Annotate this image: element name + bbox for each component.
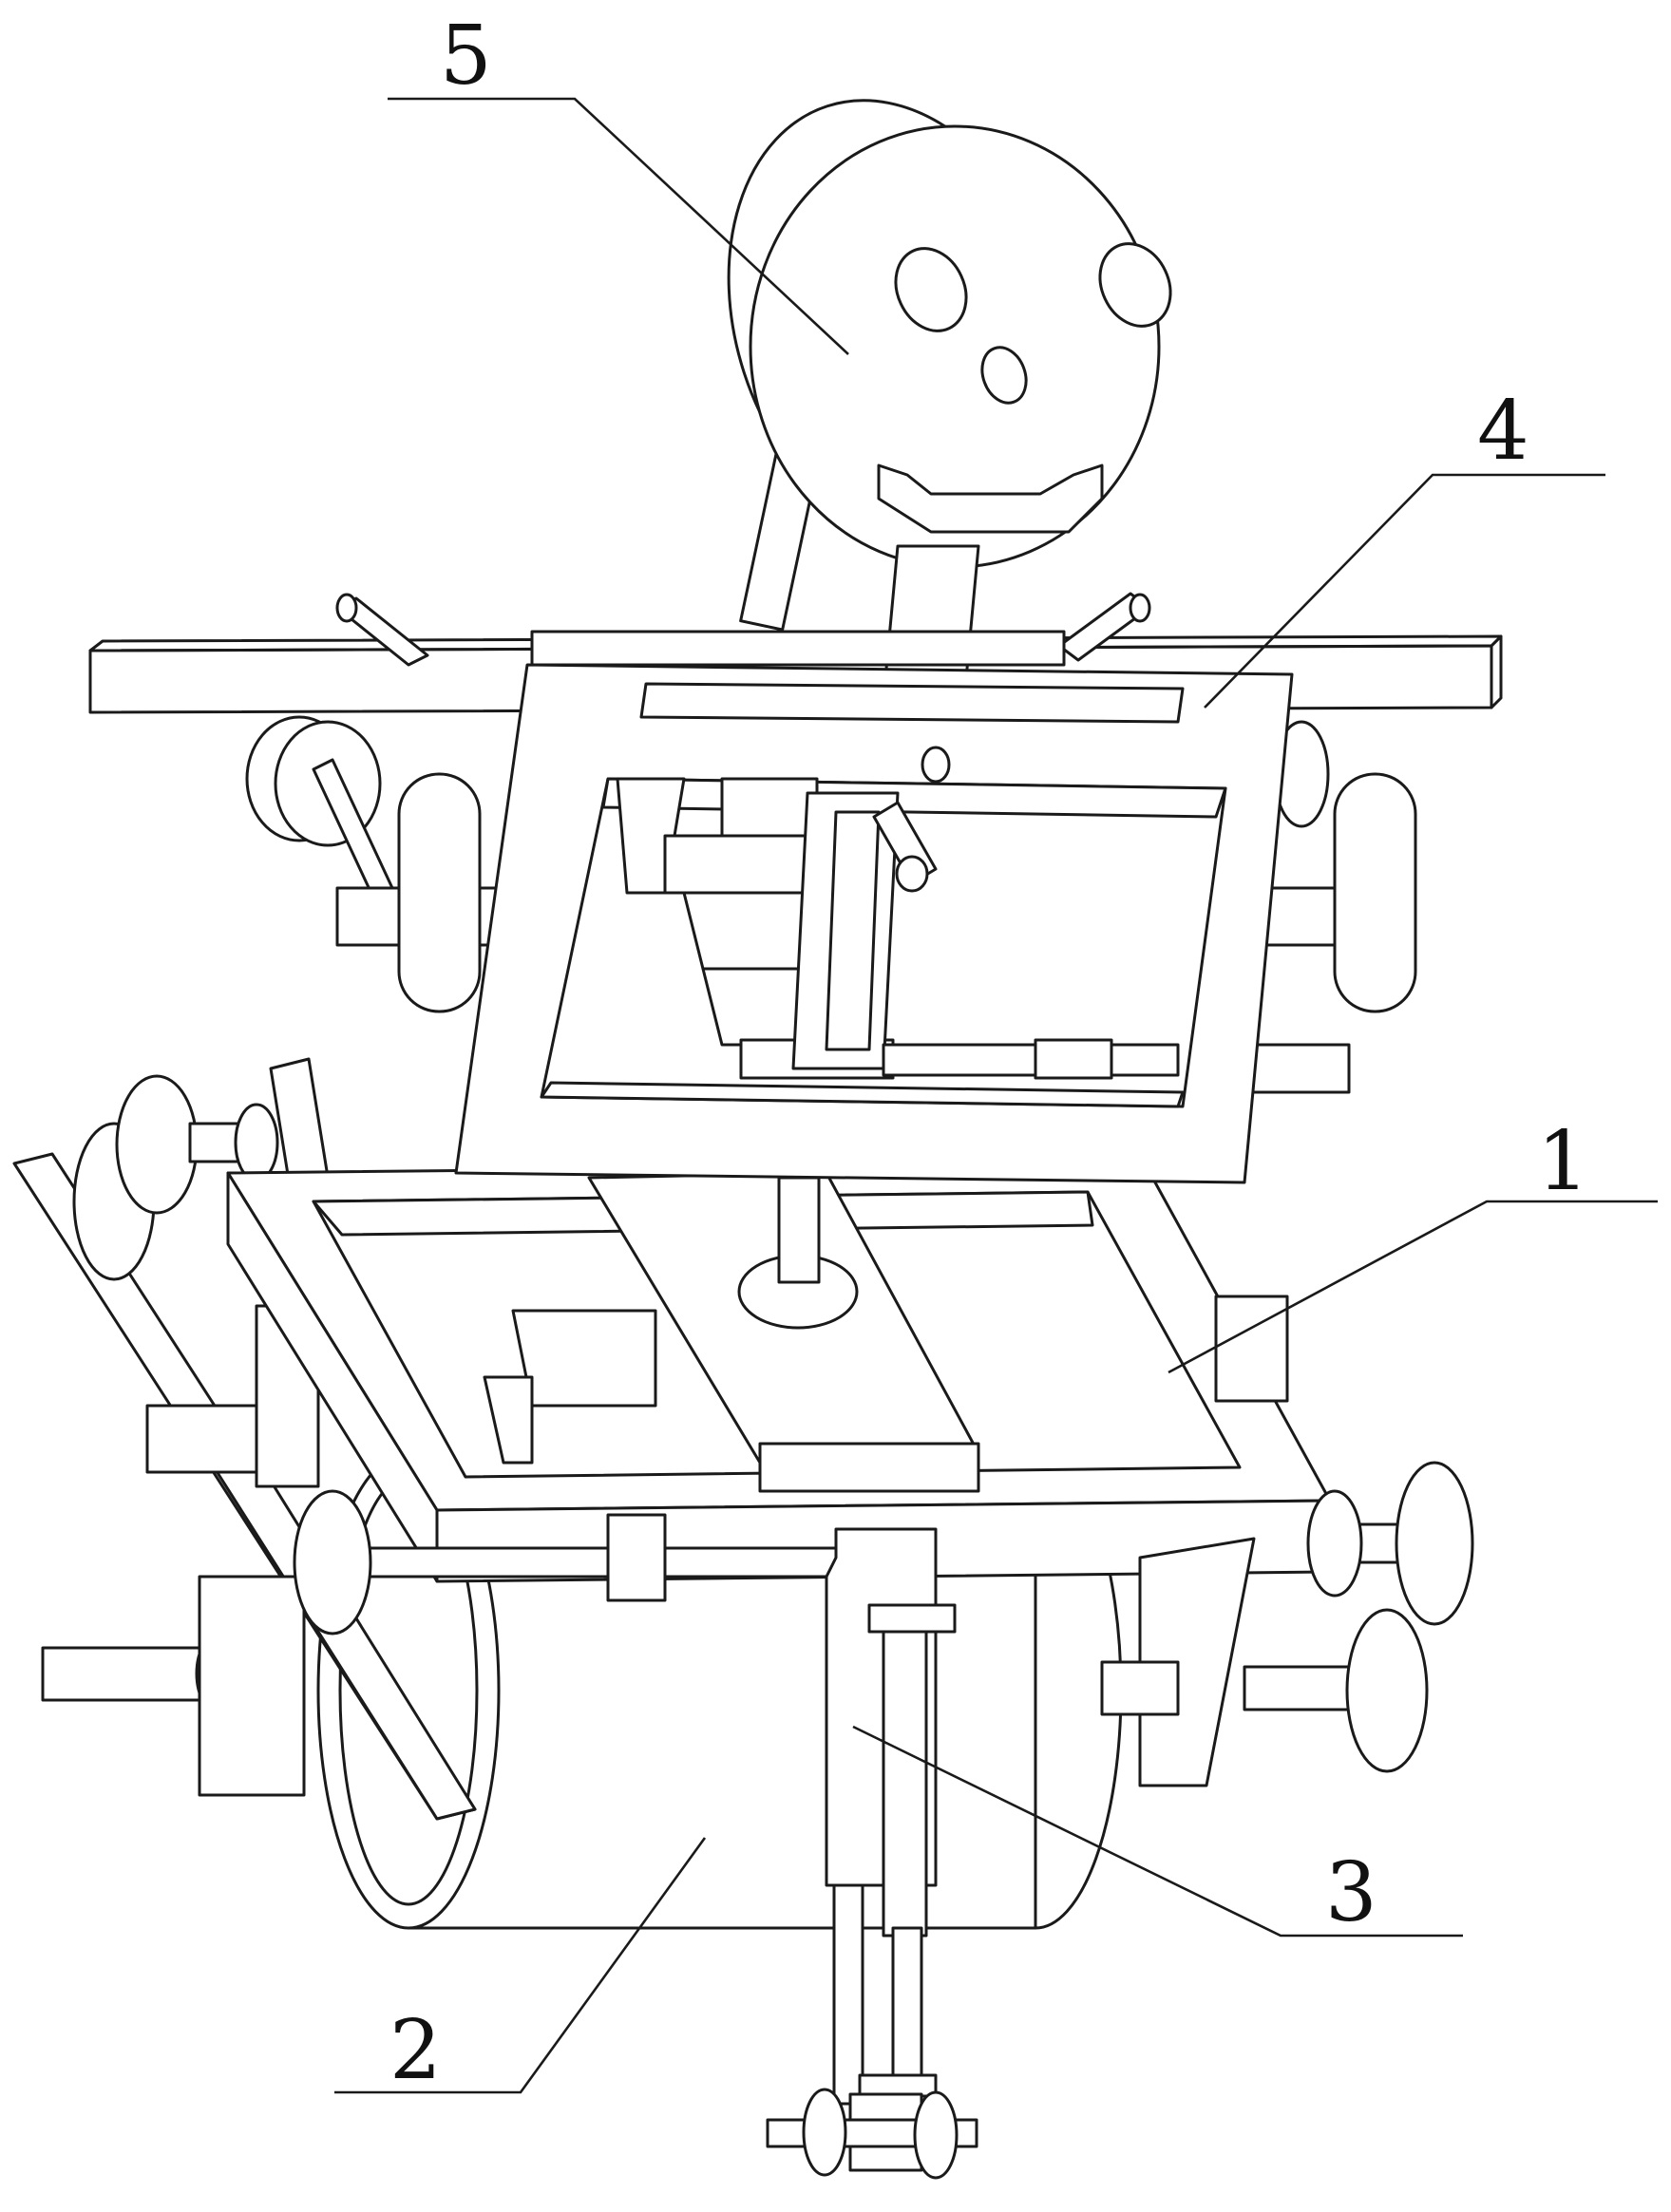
- left-axle-bracket: [198, 1575, 306, 1797]
- right-cylinder: [1333, 772, 1417, 1013]
- left-upper-wheel: [115, 1074, 199, 1215]
- leader-lines: [334, 97, 1658, 2094]
- link-left-bar: [832, 1883, 864, 2106]
- head-mouth: [877, 463, 1104, 534]
- left-cylinder: [397, 772, 482, 1013]
- left-pin: [335, 593, 358, 623]
- left-upper-collar: [234, 1103, 279, 1182]
- inner-slide-block: [682, 891, 819, 971]
- inner-left-post: [483, 1375, 534, 1465]
- hanging-link: [766, 1527, 978, 2180]
- label-1: 1: [1537, 1114, 1589, 1209]
- head-right-eye: [1098, 242, 1172, 328]
- head-left-eye: [894, 247, 968, 332]
- foot-wheel-right: [913, 2090, 959, 2180]
- slide-plate-edge: [758, 1442, 980, 1493]
- right-side-assembly: [1100, 1461, 1474, 1787]
- leader-1: [1168, 1200, 1658, 1374]
- right-lower-wheel: [1345, 1608, 1429, 1773]
- frame-right-bracket: [1214, 1295, 1289, 1403]
- right-pin: [1129, 593, 1151, 623]
- tilted-frame-inner-bottom: [540, 1081, 1185, 1108]
- leader-2: [334, 1837, 707, 2094]
- tilted-frame-slot: [639, 682, 1185, 724]
- label-2: 2: [389, 2003, 442, 2098]
- tilted-frame-top-rail: [530, 630, 1066, 667]
- upper-beam-end: [1490, 634, 1503, 709]
- right-upper-collar: [1306, 1489, 1363, 1598]
- inner-left-block: [511, 1309, 657, 1408]
- label-3: 3: [1325, 1845, 1377, 1940]
- column-lower-shaft: [777, 1176, 821, 1284]
- vertical-slot-inner: [825, 810, 881, 1051]
- slot-crank-pin: [895, 855, 929, 893]
- leader-5: [388, 97, 849, 355]
- left-side-assembly: [12, 1057, 477, 1821]
- front-axle: [293, 1489, 857, 1635]
- right-upper-wheel: [1395, 1461, 1474, 1626]
- link-rod: [882, 1630, 928, 1938]
- front-axle-nut: [606, 1513, 667, 1602]
- front-left-wheel: [293, 1489, 372, 1635]
- vertical-slot-rail: [791, 791, 900, 1070]
- slot-pin-top: [921, 746, 951, 784]
- tilted-frame: [454, 630, 1294, 1184]
- foot-wheel-left: [802, 2088, 847, 2177]
- leader-4: [1204, 473, 1605, 709]
- inner-horizontal-rod: [882, 1043, 1180, 1077]
- inner-top-block: [720, 777, 819, 838]
- part-numbers: 1 2 3 4 5: [389, 9, 1589, 2098]
- leader-3: [852, 1725, 1463, 1938]
- label-4: 4: [1477, 384, 1529, 479]
- head-nose: [980, 346, 1028, 405]
- frame-left-face: [226, 1171, 439, 1583]
- label-5: 5: [440, 9, 492, 104]
- inner-rod-sleeve: [1034, 1038, 1113, 1080]
- right-lower-axle-stub: [1100, 1660, 1180, 1716]
- link-cap: [867, 1603, 957, 1634]
